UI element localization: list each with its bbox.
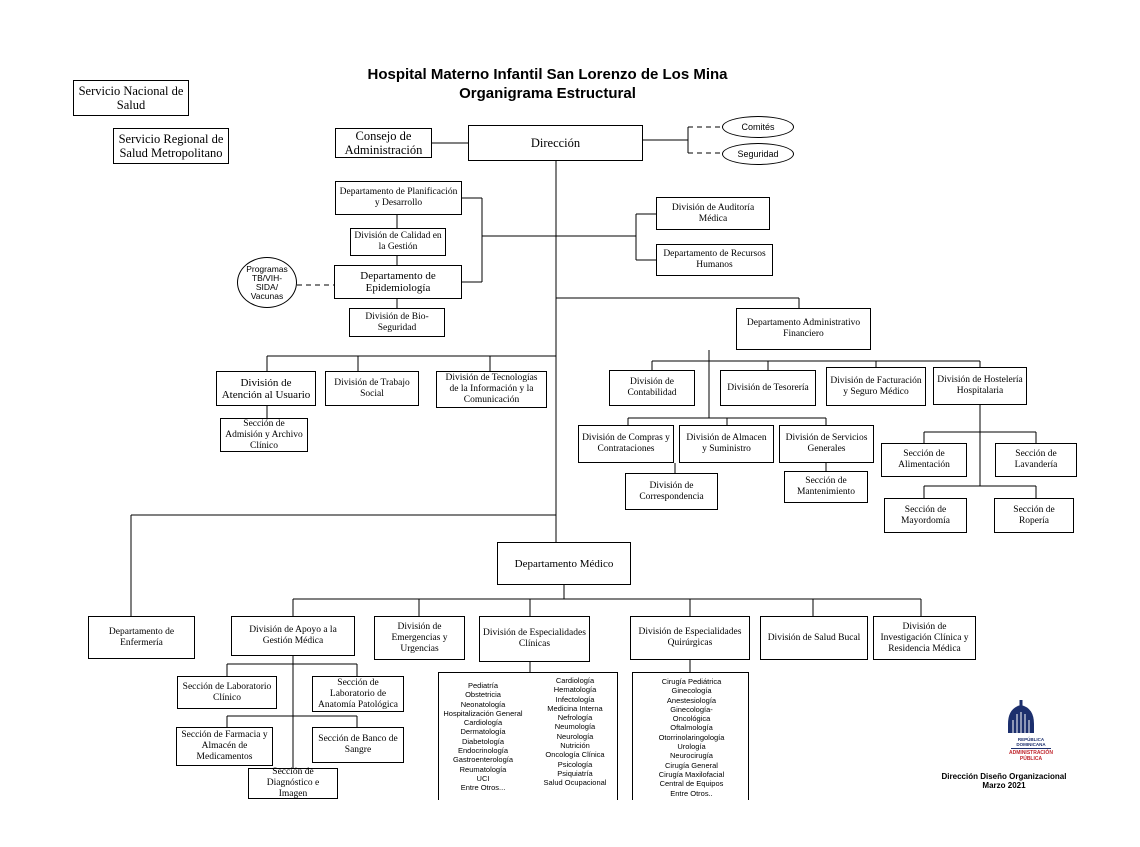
specialty-item: Entre Otros...	[460, 783, 506, 793]
specialty-item: Endocrinología	[457, 746, 509, 756]
node-calidad: División de Calidad en la Gestión	[350, 228, 446, 256]
node-tecnologias: División de Tecnologías de la Informació…	[436, 371, 547, 408]
node-correspondencia: División de Correspondencia	[625, 473, 718, 510]
node-atencion-usuario: División de Atención al Usuario	[216, 371, 316, 406]
node-servicio-regional: Servicio Regional de Salud Metropolitano	[113, 128, 229, 164]
node-epidemiologia: Departamento de Epidemiología	[334, 265, 462, 299]
node-especialidades-clinicas: División de Especialidades Clínicas	[479, 616, 590, 662]
node-admin-financiero: Departamento Administrativo Financiero	[736, 308, 871, 350]
node-seguridad: Seguridad	[722, 143, 794, 165]
specialty-item: Salud Ocupacional	[543, 778, 607, 788]
specialty-item: Dermatología	[460, 727, 506, 737]
specialty-item: Gastroenterología	[452, 755, 514, 765]
page-title: Hospital Materno Infantil San Lorenzo de…	[367, 66, 728, 83]
node-laboratorio-clinico: Sección de Laboratorio Clínico	[177, 676, 277, 709]
specialty-item: Infectología	[555, 694, 595, 704]
node-laboratorio-patologia: Sección de Laboratorio de Anatomía Patol…	[312, 676, 404, 712]
footer-organization: Dirección Diseño Organizacional	[941, 772, 1067, 781]
specialty-item: Ginecología-	[670, 704, 713, 714]
specialty-item: Diabetología	[461, 736, 505, 746]
node-apoyo-gestion: División de Apoyo a la Gestión Médica	[231, 616, 355, 656]
node-planificacion: Departamento de Planificación y Desarrol…	[335, 181, 462, 215]
specialty-item: Oncología Clínica	[545, 750, 605, 760]
node-almacen: División de Almacen y Suministro	[679, 425, 774, 463]
specialty-item: Nefrología	[557, 713, 593, 723]
specialty-item: Oncológica	[672, 714, 711, 724]
node-emergencias: División de Emergencias y Urgencias	[374, 616, 465, 660]
node-banco-sangre: Sección de Banco de Sangre	[312, 727, 404, 763]
specialty-item: Neonatología	[460, 699, 506, 709]
logo-text-administracion: ADMINISTRACIÓN PÚBLICA	[1009, 750, 1053, 762]
specialty-item: Entre Otros..	[670, 788, 713, 798]
node-lavanderia: Sección de Lavandería	[995, 443, 1077, 477]
node-departamento-medico: Departamento Médico	[497, 542, 631, 585]
specialty-item: Cirugía Pediátrica	[661, 677, 722, 686]
specialty-item: Reumatología	[459, 764, 507, 774]
node-comites: Comités	[722, 116, 794, 138]
node-investigacion: División de Investigación Clínica y Resi…	[873, 616, 976, 660]
node-enfermeria: Departamento de Enfermería	[88, 616, 195, 659]
node-hosteleria: División de Hostelería Hospitalaria	[933, 367, 1027, 405]
node-servicio-nacional: Servicio Nacional de Salud	[73, 80, 189, 116]
specialty-item: UCI	[476, 773, 490, 783]
specialty-item: Nutrición	[560, 741, 590, 751]
node-diagnostico-imagen: Sección de Diagnóstico e Imagen	[248, 767, 338, 799]
specialty-item: Urología	[677, 742, 706, 752]
specialty-item: Cirugía General	[665, 760, 718, 770]
node-servicios-generales: División de Servicios Generales	[779, 425, 874, 463]
node-recursos-humanos: Departamento de Recursos Humanos	[656, 244, 773, 276]
specialty-item: Neumología	[554, 722, 596, 732]
node-auditoria: División de Auditoría Médica	[656, 197, 770, 230]
specialty-item: Anestesiología	[666, 695, 717, 705]
node-tesoreria: División de Tesorería	[720, 370, 816, 406]
node-trabajo-social: División de Trabajo Social	[325, 371, 419, 406]
node-roperia: Sección de Ropería	[994, 498, 1074, 533]
node-especialidades-quirurgicas: División de Especialidades Quirúrgicas	[630, 616, 750, 660]
specialty-item: Otorrinolaringología	[658, 732, 725, 742]
node-farmacia: Sección de Farmacia y Almacén de Medicam…	[176, 727, 273, 766]
node-programas: Programas TB/VIH-SIDA/ Vacunas	[237, 257, 297, 308]
specialty-item: Oftalmología	[670, 723, 713, 733]
specialty-item: Ginecología	[671, 686, 712, 696]
node-mantenimiento: Sección de Mantenimiento	[784, 471, 868, 503]
specialty-item: Cardiología	[463, 718, 503, 728]
node-contabilidad: División de Contabilidad	[609, 370, 695, 406]
node-consejo-administracion: Consejo de Administración	[335, 128, 432, 158]
specialty-item: Hematología	[553, 685, 597, 695]
logo-text-republica: REPÚBLICA DOMINICANA	[1016, 737, 1046, 747]
page-subtitle: Organigrama Estructural	[459, 85, 636, 102]
specialty-item: Neurología	[556, 731, 594, 741]
node-mayordomia: Sección de Mayordomía	[884, 498, 967, 533]
footer-date: Marzo 2021	[982, 781, 1026, 790]
node-compras: División de Compras y Contrataciones	[578, 425, 674, 463]
specialty-item: Psiquiatría	[557, 768, 593, 778]
node-bioseguridad: División de Bio-Seguridad	[349, 308, 445, 337]
specialty-item: Neurocirugía	[670, 751, 713, 761]
specialty-item: Cardiología	[555, 676, 595, 685]
node-admision-archivo: Sección de Admisión y Archivo Clínico	[220, 418, 308, 452]
logo: REPÚBLICA DOMINICANA ADMINISTRACIÓN PÚBL…	[1005, 737, 1057, 762]
specialty-item: Pediatría	[467, 681, 499, 690]
specialty-item: Obstetricia	[465, 690, 501, 700]
node-salud-bucal: División de Salud Bucal	[760, 616, 868, 660]
specialty-item: Medicina Interna	[547, 703, 603, 713]
specialty-item: Central de Equipos	[659, 779, 724, 789]
logo-emblem	[1008, 700, 1034, 733]
specialty-item: Psicología	[557, 759, 593, 769]
node-facturacion: División de Facturación y Seguro Médico	[826, 367, 926, 406]
specialty-item: Cirugía Maxilofacial	[658, 769, 725, 779]
specialty-item: Hospitalización General	[443, 708, 523, 718]
node-alimentacion: Sección de Alimentación	[881, 443, 967, 477]
node-direccion: Dirección	[468, 125, 643, 161]
